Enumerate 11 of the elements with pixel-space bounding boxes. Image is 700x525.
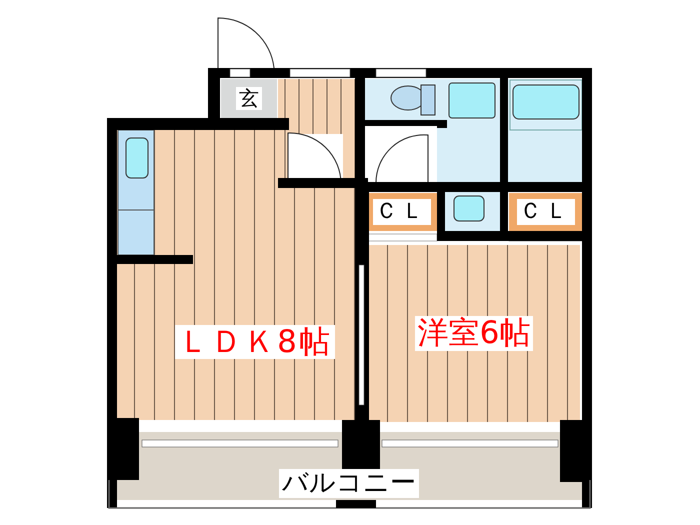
closet xyxy=(509,193,582,231)
room-floor xyxy=(368,245,580,422)
closet-label: ＣＬ xyxy=(516,199,574,225)
entrance-label: 玄 xyxy=(236,87,262,110)
balcony-label: バルコニー xyxy=(279,468,419,498)
closet xyxy=(366,193,437,231)
entrance-floor xyxy=(221,79,277,118)
closet-label: ＣＬ xyxy=(372,199,430,225)
room-label: 洋室6帖 xyxy=(414,316,534,351)
room-floor xyxy=(155,264,355,420)
room-label: ＬＤＫ8帖 xyxy=(175,324,335,360)
